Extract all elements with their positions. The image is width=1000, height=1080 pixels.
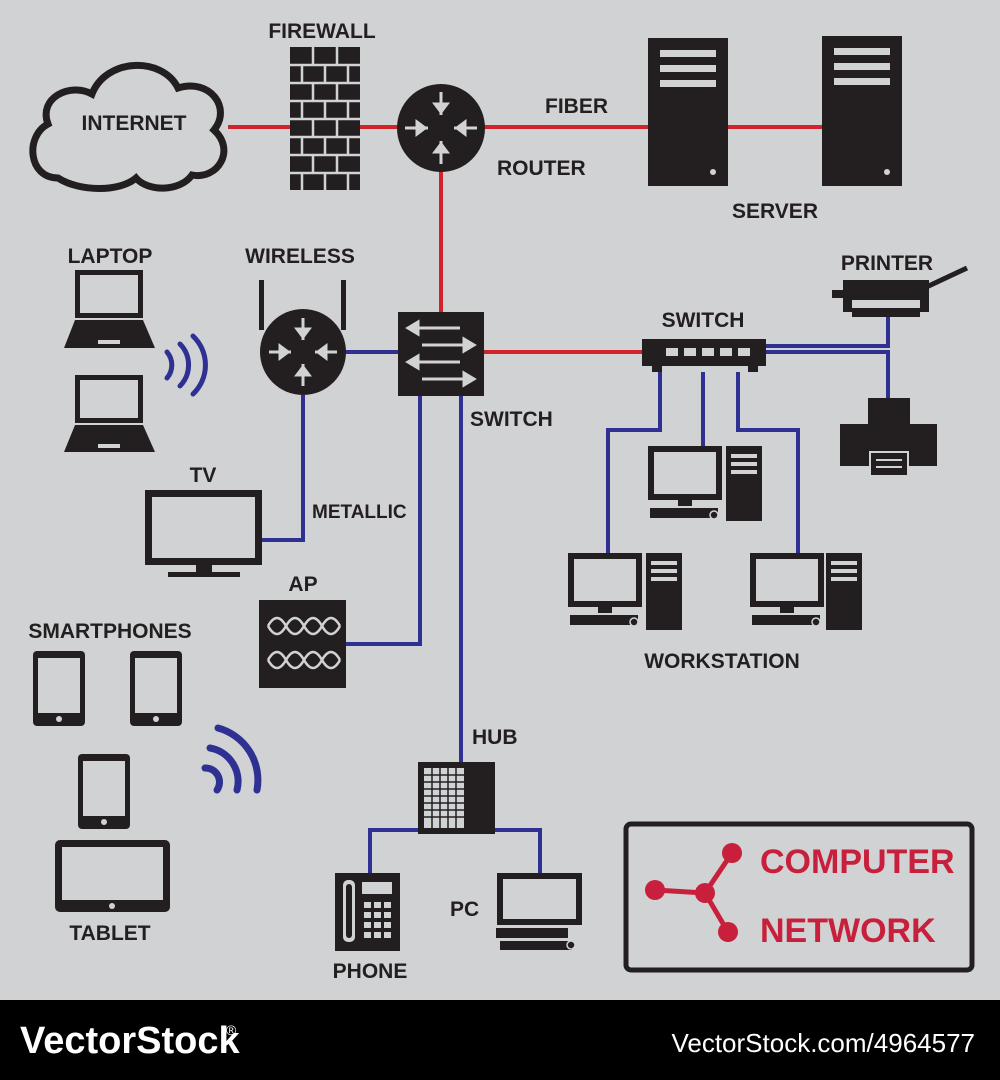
laptop-icon	[64, 375, 155, 452]
router-icon	[397, 84, 485, 172]
access-point-icon	[259, 600, 346, 688]
watermark-url: VectorStock.com/4964577	[671, 1028, 975, 1058]
wifi-signal-icon	[201, 724, 262, 794]
smartphone-icon	[130, 651, 182, 726]
wifi-signal-icon	[164, 333, 208, 397]
pc-icon	[496, 873, 582, 950]
watermark-bar: VectorStock ® VectorStock.com/4964577	[0, 1000, 1000, 1080]
workstation-icon	[648, 446, 762, 521]
pc-label: PC	[450, 898, 479, 921]
fiber-links	[228, 125, 822, 354]
tv-icon	[145, 490, 262, 577]
title-line1: COMPUTER	[760, 843, 955, 881]
smartphones-label: SMARTPHONES	[28, 620, 191, 643]
tablet-label: TABLET	[69, 922, 150, 945]
fiber-label: FIBER	[545, 95, 608, 118]
laptop-label: LAPTOP	[68, 245, 153, 268]
network-nodes-icon	[645, 843, 742, 942]
workstation-icon	[568, 553, 682, 630]
metallic-links	[262, 317, 890, 873]
watermark-brand: VectorStock	[20, 1020, 241, 1062]
smartphone-icon	[33, 651, 85, 726]
printer-icon	[832, 265, 969, 317]
switch-icon	[398, 312, 484, 396]
printer-label: PRINTER	[841, 252, 933, 275]
workstation-icon	[750, 553, 862, 630]
metallic-label: METALLIC	[312, 502, 407, 523]
phone-icon	[335, 873, 400, 951]
title-box: COMPUTER NETWORK	[623, 821, 975, 973]
switch-icon	[642, 339, 766, 372]
firewall-label: FIREWALL	[268, 20, 375, 43]
tablet-icon	[55, 840, 170, 912]
firewall-icon	[290, 47, 360, 190]
switch-center-label: SWITCH	[470, 408, 553, 431]
internet-label: INTERNET	[82, 112, 187, 135]
internet-cloud-icon: INTERNET	[29, 62, 228, 192]
phone-label: PHONE	[333, 960, 408, 983]
title-line2: NETWORK	[760, 912, 936, 950]
ap-label: AP	[288, 573, 317, 596]
workstation-label: WORKSTATION	[644, 650, 800, 673]
wireless-label: WIRELESS	[245, 245, 355, 268]
router-label: ROUTER	[497, 157, 586, 180]
tv-label: TV	[190, 464, 217, 487]
switch-right-label: SWITCH	[662, 309, 745, 332]
hub-label: HUB	[472, 726, 518, 749]
laptop-icon	[64, 270, 155, 348]
server-label: SERVER	[732, 200, 818, 223]
hub-icon	[418, 762, 495, 834]
printer-icon	[840, 398, 937, 477]
server-icon	[648, 38, 728, 186]
watermark-registered: ®	[226, 1022, 237, 1038]
server-icon	[822, 36, 902, 186]
smartphone-icon	[78, 754, 130, 829]
wireless-router-icon	[259, 280, 346, 395]
